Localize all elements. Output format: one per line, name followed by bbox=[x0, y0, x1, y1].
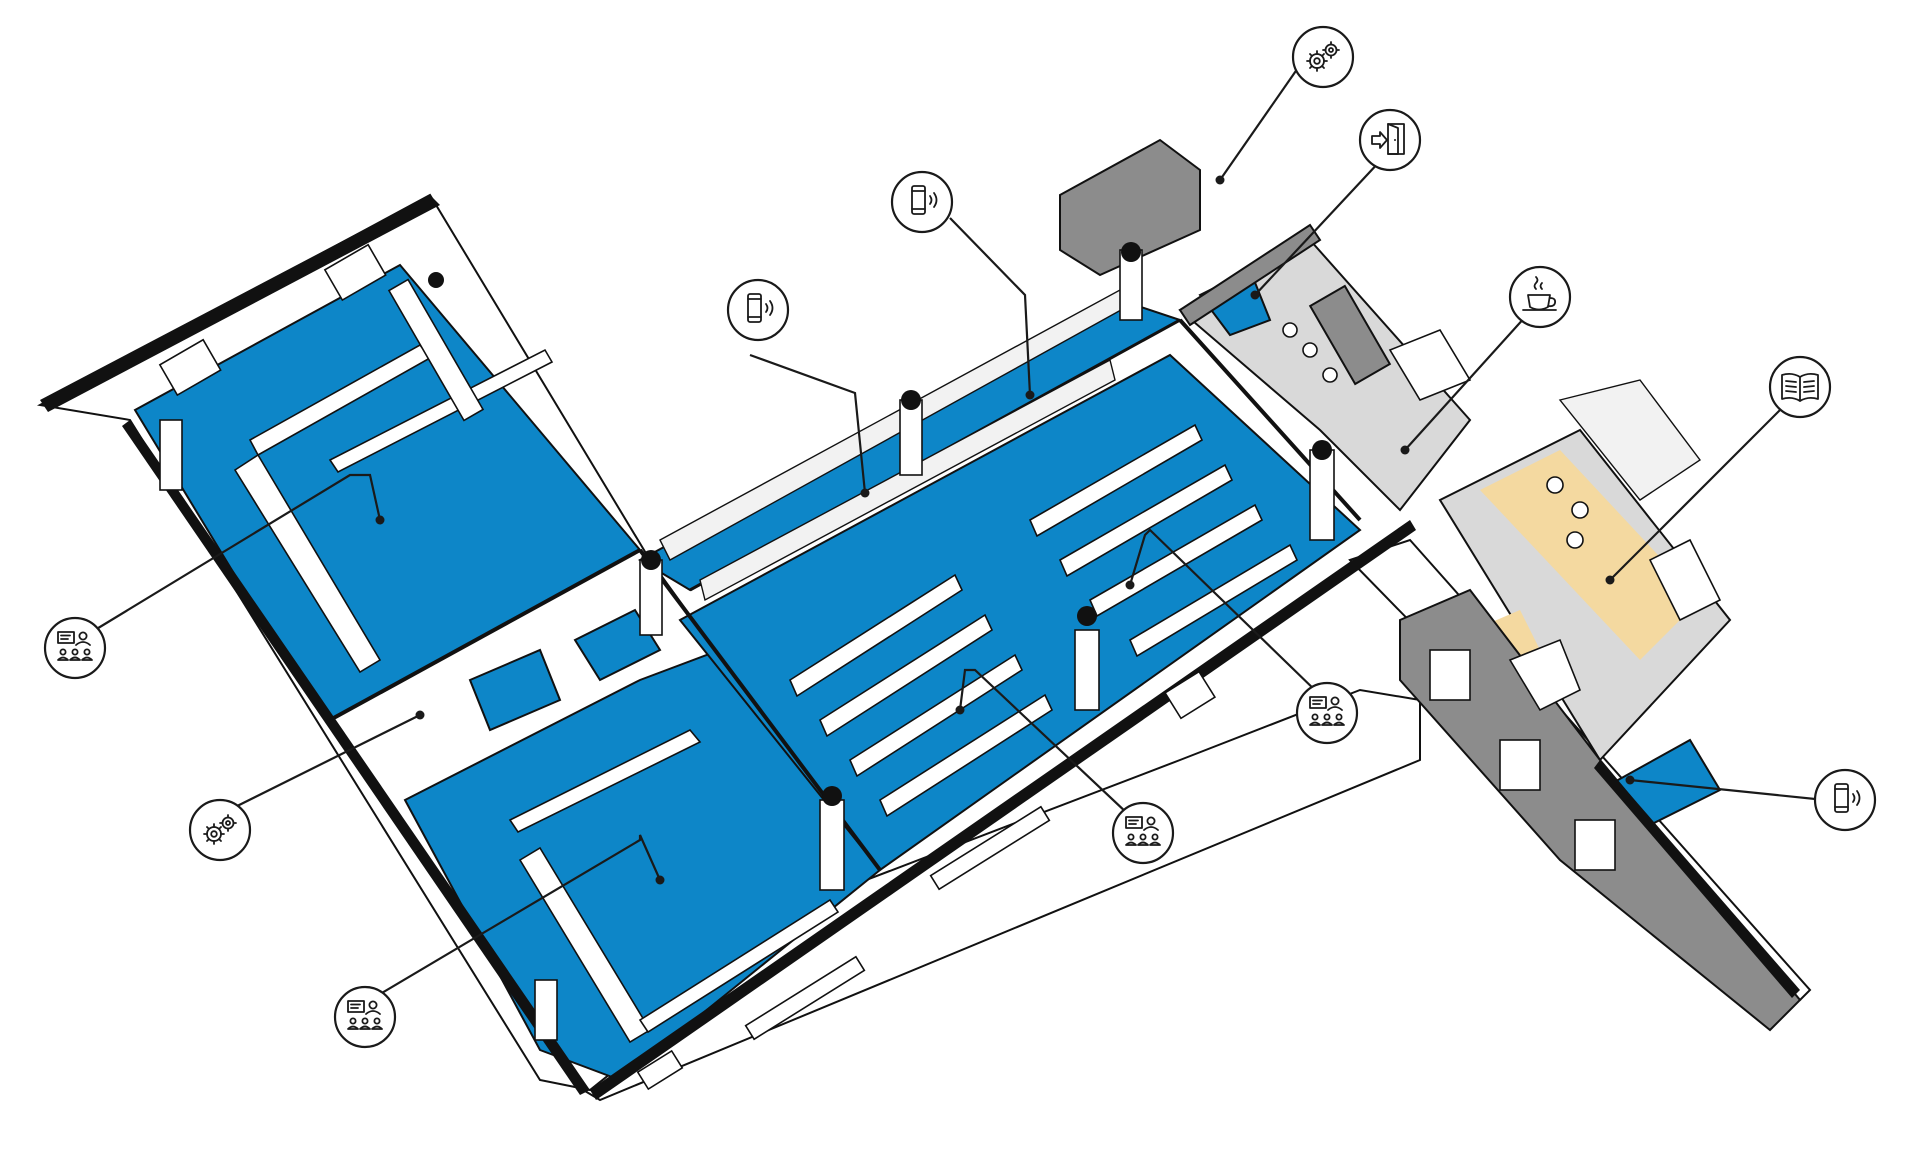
kitchen-furniture bbox=[1282, 284, 1472, 401]
callout-training-room-north bbox=[43, 616, 107, 680]
corridor-lockers bbox=[699, 358, 1116, 602]
callout-main-classroom-right bbox=[1295, 681, 1359, 745]
leader-lines bbox=[89, 64, 1826, 1004]
south-facade bbox=[568, 688, 1421, 1102]
tech-core-wall bbox=[1059, 138, 1201, 277]
facade-windows bbox=[158, 243, 1616, 1091]
training-room-north-tables bbox=[233, 343, 554, 674]
callout-training-room-south bbox=[333, 985, 397, 1049]
training-room-south-tables bbox=[508, 729, 840, 1044]
main-classroom-floor bbox=[678, 353, 1362, 872]
west-outer-wall bbox=[122, 420, 590, 1095]
callout-kitchen-lounge bbox=[1508, 265, 1572, 329]
leader-dots bbox=[375, 175, 1635, 885]
callout-phone-booths-east bbox=[1813, 768, 1877, 832]
library-lounge-yellow-floor bbox=[1480, 450, 1700, 660]
south-main-wall bbox=[590, 520, 1416, 1100]
east-wing-south-wall bbox=[1594, 760, 1800, 998]
callout-technical-room-east bbox=[1291, 25, 1355, 89]
callouts bbox=[43, 25, 1877, 1049]
callout-library-lounge bbox=[1768, 355, 1832, 419]
library-furniture bbox=[1508, 379, 1722, 712]
callout-corridor-booth-1 bbox=[726, 278, 790, 342]
kitchen-outer-wall bbox=[1178, 223, 1322, 327]
building bbox=[36, 138, 1812, 1102]
columns bbox=[159, 242, 1335, 1041]
technical-room-west-floor bbox=[468, 648, 562, 732]
callout-technical-room-west bbox=[188, 798, 252, 862]
callout-entrance bbox=[1358, 108, 1422, 172]
callout-corridor-booth-2 bbox=[890, 170, 954, 234]
north-outer-wall bbox=[40, 195, 440, 412]
callout-main-classroom-left bbox=[1111, 801, 1175, 865]
storage-room-floor bbox=[573, 608, 662, 682]
interior-wall-2 bbox=[329, 548, 641, 722]
east-wing-outer-wall bbox=[1399, 588, 1802, 1032]
